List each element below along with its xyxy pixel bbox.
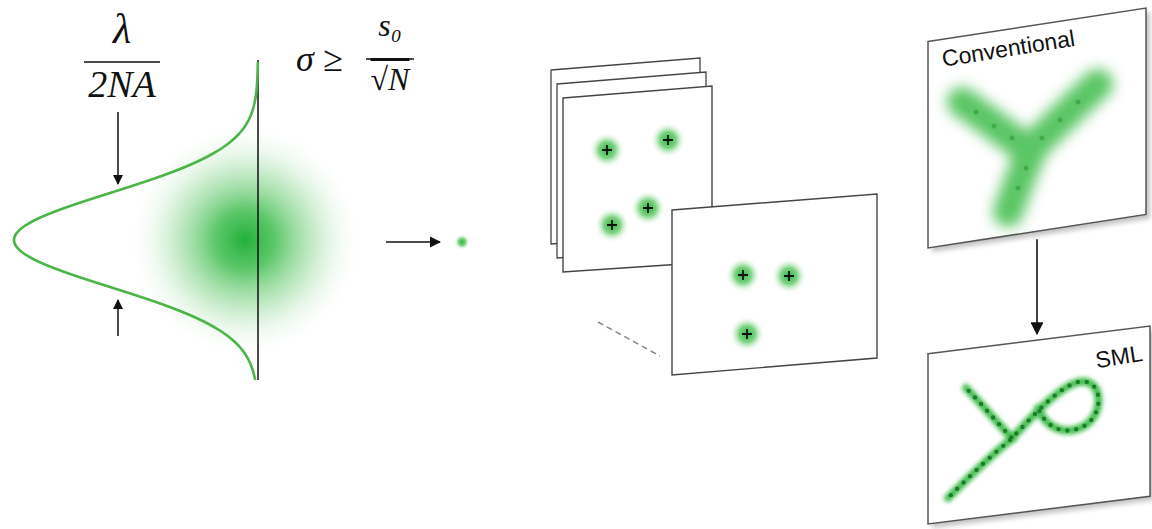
molecule-position xyxy=(949,493,953,497)
molecule-position xyxy=(1085,380,1089,384)
faint-molecule xyxy=(974,110,979,115)
resolved-filament xyxy=(966,388,1012,438)
blurred-structure xyxy=(962,84,1098,212)
fraction-bar xyxy=(84,61,160,63)
faint-molecule xyxy=(1058,118,1063,123)
faint-molecule xyxy=(1040,136,1045,141)
frame-stack xyxy=(551,58,877,375)
molecule-spot xyxy=(630,190,666,226)
molecule-position xyxy=(1060,388,1064,392)
molecule-position xyxy=(1048,423,1052,427)
photon-count: √N xyxy=(371,62,410,97)
molecule-position xyxy=(1089,418,1093,422)
molecule-position xyxy=(1026,418,1030,422)
width-arrow xyxy=(117,300,119,336)
fraction-bar xyxy=(366,58,414,60)
psf-spot xyxy=(630,190,666,226)
faint-molecule xyxy=(992,124,997,129)
axis-line xyxy=(257,60,259,380)
gaussian-curve xyxy=(14,62,258,380)
psf-spot xyxy=(771,258,807,294)
frame xyxy=(672,194,877,375)
molecule-position xyxy=(991,415,995,419)
width-arrow xyxy=(117,112,119,184)
wavelength-symbol: λ xyxy=(113,6,131,52)
molecule-position xyxy=(1014,431,1018,435)
psf-spot xyxy=(729,316,765,352)
molecule-position xyxy=(973,395,977,399)
molecule-position xyxy=(979,402,983,406)
molecule-position xyxy=(1096,393,1100,397)
molecule-position xyxy=(981,462,985,466)
center-cross xyxy=(602,145,612,155)
molecule-position xyxy=(967,389,971,393)
psf-width-symbol: s₀ xyxy=(378,8,402,43)
psf-spot xyxy=(589,132,625,168)
center-cross xyxy=(643,203,653,213)
dashed-line xyxy=(598,322,660,356)
molecule-position xyxy=(1096,401,1100,405)
center-cross xyxy=(663,135,673,145)
panel-outline xyxy=(928,326,1150,524)
resolved-structure xyxy=(948,380,1101,498)
molecule-position xyxy=(1037,409,1041,413)
molecule-position xyxy=(1046,399,1050,403)
image-panel: Conventional xyxy=(928,8,1146,248)
molecule-position xyxy=(1042,417,1046,421)
molecule-spots xyxy=(589,122,807,352)
molecule-spot xyxy=(650,122,686,158)
psf-spot xyxy=(594,207,630,243)
molecule-spot xyxy=(725,257,761,293)
center-cross xyxy=(742,329,752,339)
molecule-position xyxy=(1092,384,1096,388)
psf-spot xyxy=(650,122,686,158)
numerical-aperture: 2NA xyxy=(88,64,156,106)
faint-molecule xyxy=(1024,166,1029,171)
molecule-position xyxy=(1009,435,1013,439)
result-arrow xyxy=(386,241,440,243)
faint-molecule xyxy=(1076,100,1081,105)
resolved-filament xyxy=(948,381,1099,498)
center-cross xyxy=(784,271,794,281)
molecule-position xyxy=(974,468,978,472)
center-cross xyxy=(738,270,748,280)
molecule-position xyxy=(997,422,1001,426)
molecule-spot xyxy=(594,207,630,243)
molecule-position xyxy=(955,487,959,491)
molecule-position xyxy=(1053,393,1057,397)
molecule-position xyxy=(1082,424,1086,428)
molecule-position xyxy=(1074,427,1078,431)
psf-spot xyxy=(725,257,761,293)
molecule-spot xyxy=(589,132,625,168)
molecule-position xyxy=(1033,412,1037,416)
molecule-position xyxy=(994,449,998,453)
molecule-position xyxy=(1067,383,1071,387)
molecule-position xyxy=(1065,428,1069,432)
blurred-structure xyxy=(962,84,1098,212)
molecule-position xyxy=(1001,444,1005,448)
localized-dot xyxy=(454,234,470,250)
gaussian-curve xyxy=(14,62,258,380)
molecule-spot xyxy=(729,316,765,352)
molecule-position xyxy=(1076,380,1080,384)
psf-glow xyxy=(127,122,363,358)
molecule-position xyxy=(961,480,965,484)
molecule-spot xyxy=(771,258,807,294)
molecule-position xyxy=(985,409,989,413)
faint-molecule xyxy=(1010,136,1015,141)
image-panel: SML xyxy=(928,326,1150,524)
center-cross xyxy=(607,220,617,230)
molecule-position xyxy=(968,474,972,478)
molecule-position xyxy=(1003,429,1007,433)
flow-arrow xyxy=(1036,239,1038,334)
precision-symbol: σ ≥ xyxy=(296,40,343,80)
molecule-position xyxy=(1056,427,1060,431)
molecule-position xyxy=(1094,410,1098,414)
panel-outline xyxy=(928,8,1146,248)
molecule-position xyxy=(1020,425,1024,429)
faint-molecule xyxy=(1016,186,1021,191)
molecule-position xyxy=(987,455,991,459)
